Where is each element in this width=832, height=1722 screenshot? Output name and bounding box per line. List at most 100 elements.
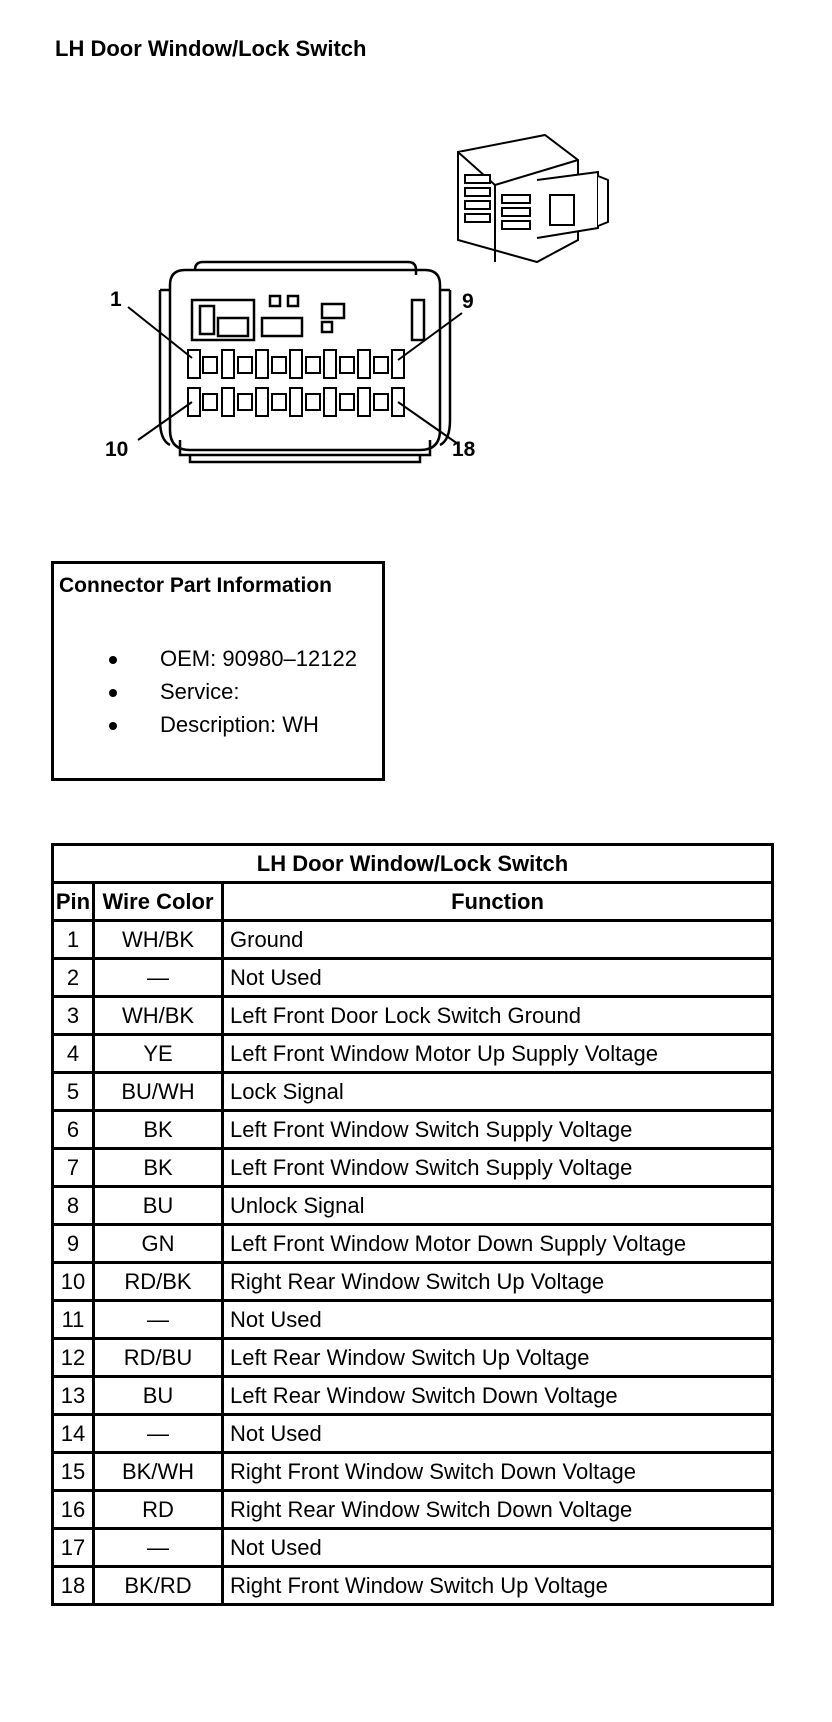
cell-pin: 4 <box>51 1033 95 1074</box>
cell-function: Right Rear Window Switch Down Voltage <box>221 1489 774 1530</box>
cell-pin: 3 <box>51 995 95 1036</box>
cell-function: Unlock Signal <box>221 1185 774 1226</box>
cell-function: Right Rear Window Switch Up Voltage <box>221 1261 774 1302</box>
cell-function: Ground <box>221 919 774 960</box>
cell-function: Lock Signal <box>221 1071 774 1112</box>
cell-pin: 6 <box>51 1109 95 1150</box>
cell-function: Left Front Window Switch Supply Voltage <box>221 1109 774 1150</box>
cell-wire-color: — <box>92 957 224 998</box>
cell-wire-color: BU <box>92 1375 224 1416</box>
header-function: Function <box>221 881 774 922</box>
cell-wire-color: RD/BU <box>92 1337 224 1378</box>
cell-function: Left Rear Window Switch Down Voltage <box>221 1375 774 1416</box>
pin-label-18: 18 <box>452 438 476 461</box>
connector-info-heading: Connector Part Information <box>59 574 333 597</box>
header-pin: Pin <box>51 881 95 922</box>
cell-function: Left Front Window Motor Down Supply Volt… <box>221 1223 774 1264</box>
cell-wire-color: WH/BK <box>92 919 224 960</box>
cell-function: Left Front Window Motor Up Supply Voltag… <box>221 1033 774 1074</box>
cell-wire-color: BU <box>92 1185 224 1226</box>
cell-wire-color: RD <box>92 1489 224 1530</box>
cell-wire-color: — <box>92 1299 224 1340</box>
cell-function: Left Front Window Switch Supply Voltage <box>221 1147 774 1188</box>
info-item-text: Description: WH <box>160 712 319 737</box>
info-item-service: Service: <box>54 675 357 708</box>
pin-leader-lines <box>127 306 463 445</box>
pin-label-1: 1 <box>110 288 122 311</box>
info-item-text: Service: <box>160 679 240 704</box>
connector-part-info: Connector Part Information OEM: 90980–12… <box>51 561 385 781</box>
cell-pin: 1 <box>51 919 95 960</box>
cell-wire-color: BK <box>92 1147 224 1188</box>
connector-3d-view <box>457 133 609 264</box>
cell-pin: 16 <box>51 1489 95 1530</box>
table-caption-row: LH Door Window/Lock Switch <box>51 843 774 884</box>
cell-function: Left Front Door Lock Switch Ground <box>221 995 774 1036</box>
cell-pin: 11 <box>51 1299 95 1340</box>
cell-pin: 17 <box>51 1527 95 1568</box>
cell-wire-color: YE <box>92 1033 224 1074</box>
info-item-description: Description: WH <box>54 708 357 741</box>
cell-pin: 9 <box>51 1223 95 1264</box>
connector-drawing <box>127 133 609 464</box>
pin-label-9: 9 <box>462 290 474 313</box>
pin-table: LH Door Window/Lock Switch Pin Wire Colo… <box>51 843 774 1606</box>
cell-wire-color: — <box>92 1413 224 1454</box>
cell-function: Not Used <box>221 957 774 998</box>
connector-diagram: 1 9 10 18 <box>0 0 832 500</box>
cell-pin: 8 <box>51 1185 95 1226</box>
bullet-icon <box>109 722 117 730</box>
cell-wire-color: WH/BK <box>92 995 224 1036</box>
page-title: LH Door Window/Lock Switch <box>55 36 367 61</box>
cell-wire-color: BK <box>92 1109 224 1150</box>
cell-pin: 10 <box>51 1261 95 1302</box>
cell-pin: 13 <box>51 1375 95 1416</box>
info-item-text: OEM: 90980–12122 <box>160 646 357 671</box>
cell-function: Not Used <box>221 1527 774 1568</box>
table-row: 2—Not Used <box>51 957 774 998</box>
cell-pin: 18 <box>51 1565 95 1606</box>
cell-wire-color: RD/BK <box>92 1261 224 1302</box>
cell-function: Right Front Window Switch Up Voltage <box>221 1565 774 1606</box>
cell-function: Not Used <box>221 1413 774 1454</box>
cell-pin: 15 <box>51 1451 95 1492</box>
cell-wire-color: BK/WH <box>92 1451 224 1492</box>
cell-pin: 2 <box>51 957 95 998</box>
table-caption: LH Door Window/Lock Switch <box>51 843 774 884</box>
connector-info-list: OEM: 90980–12122 Service: Description: W… <box>54 642 357 741</box>
bullet-icon <box>109 689 117 697</box>
header-wire-color: Wire Color <box>92 881 224 922</box>
cell-function: Not Used <box>221 1299 774 1340</box>
bullet-icon <box>109 656 117 664</box>
cell-function: Left Rear Window Switch Up Voltage <box>221 1337 774 1378</box>
cell-wire-color: BK/RD <box>92 1565 224 1606</box>
pin-label-10: 10 <box>105 438 129 461</box>
table-row: 11—Not Used <box>51 1299 774 1340</box>
cell-pin: 5 <box>51 1071 95 1112</box>
table-header-row: Pin Wire Color Function <box>51 881 774 922</box>
cell-wire-color: BU/WH <box>92 1071 224 1112</box>
table-row: 17—Not Used <box>51 1527 774 1568</box>
cell-wire-color: — <box>92 1527 224 1568</box>
table-row: 14—Not Used <box>51 1413 774 1454</box>
info-item-oem: OEM: 90980–12122 <box>54 642 357 675</box>
connector-face <box>158 260 452 464</box>
cell-function: Right Front Window Switch Down Voltage <box>221 1451 774 1492</box>
cell-pin: 14 <box>51 1413 95 1454</box>
cell-pin: 7 <box>51 1147 95 1188</box>
cell-pin: 12 <box>51 1337 95 1378</box>
